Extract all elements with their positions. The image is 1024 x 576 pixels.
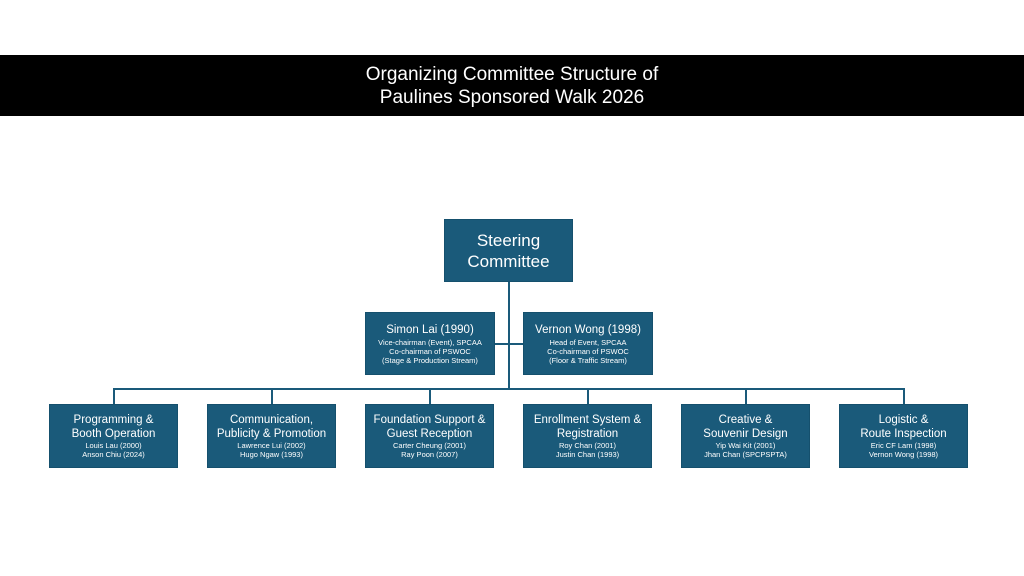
team-title: Logistic & xyxy=(878,414,929,426)
co-chair-role: Head of Event, SPCAA xyxy=(549,337,627,347)
team-box-programming: Programming & Booth Operation Louis Lau … xyxy=(49,404,178,468)
title-line-1: Organizing Committee Structure of xyxy=(365,63,659,85)
team-box-enrollment: Enrollment System & Registration Roy Cha… xyxy=(523,404,652,468)
team-member: Louis Lau (2000) xyxy=(85,441,142,450)
co-chair-role: Vice-chairman (Event), SPCAA xyxy=(378,337,482,347)
team-box-communication: Communication, Publicity & Promotion Law… xyxy=(207,404,336,468)
team-title: Foundation Support & xyxy=(373,414,486,426)
co-chair-name: Vernon Wong (1998) xyxy=(535,323,641,336)
team-member: Carter Cheung (2001) xyxy=(393,441,466,450)
team-title: Creative & xyxy=(718,414,773,426)
connector-teams-horizontal xyxy=(113,388,905,390)
team-member: Lawrence Lui (2002) xyxy=(237,441,306,450)
connector-team-5 xyxy=(745,388,747,404)
team-box-creative: Creative & Souvenir Design Yip Wai Kit (… xyxy=(681,404,810,468)
team-box-foundation-support: Foundation Support & Guest Reception Car… xyxy=(365,404,494,468)
connector-steering-vertical xyxy=(508,282,510,390)
connector-cochairs-horizontal xyxy=(494,343,524,345)
co-chair-role: Co-chairman of PSWOC xyxy=(547,346,629,356)
team-member: Eric CF Lam (1998) xyxy=(870,441,937,450)
co-chair-stream: (Floor & Traffic Stream) xyxy=(549,355,627,365)
team-member: Anson Chiu (2024) xyxy=(82,450,145,459)
team-member: Vernon Wong (1998) xyxy=(868,450,939,459)
team-title: Guest Reception xyxy=(386,428,473,440)
team-title: Route Inspection xyxy=(860,428,947,440)
co-chair-box-vernon-wong: Vernon Wong (1998) Head of Event, SPCAA … xyxy=(523,312,653,375)
connector-team-3 xyxy=(429,388,431,404)
connector-team-6 xyxy=(903,388,905,404)
steering-committee-box: Steering Committee xyxy=(444,219,573,282)
steering-line-2: Committee xyxy=(467,251,550,271)
connector-team-2 xyxy=(271,388,273,404)
team-title: Communication, xyxy=(229,414,314,426)
title-line-2: Paulines Sponsored Walk 2026 xyxy=(379,86,645,108)
team-title: Publicity & Promotion xyxy=(216,428,327,440)
team-box-logistic: Logistic & Route Inspection Eric CF Lam … xyxy=(839,404,968,468)
team-title: Enrollment System & xyxy=(533,414,642,426)
team-member: Yip Wai Kit (2001) xyxy=(715,441,776,450)
team-title: Booth Operation xyxy=(71,428,156,440)
team-title: Souvenir Design xyxy=(703,428,788,440)
team-member: Justin Chan (1993) xyxy=(555,450,620,459)
team-title: Registration xyxy=(556,428,619,440)
connector-team-1 xyxy=(113,388,115,404)
co-chair-box-simon-lai: Simon Lai (1990) Vice-chairman (Event), … xyxy=(365,312,495,375)
team-member: Ray Poon (2007) xyxy=(401,450,458,459)
title-banner: Organizing Committee Structure of Paulin… xyxy=(0,55,1024,116)
connector-team-4 xyxy=(587,388,589,404)
team-title: Programming & xyxy=(73,414,154,426)
co-chair-role: Co-chairman of PSWOC xyxy=(389,346,471,356)
steering-line-1: Steering xyxy=(476,230,541,250)
team-member: Roy Chan (2001) xyxy=(558,441,617,450)
co-chair-name: Simon Lai (1990) xyxy=(386,323,474,336)
team-member: Hugo Ngaw (1993) xyxy=(240,450,303,459)
team-member: Jhan Chan (SPCPSPTA) xyxy=(704,450,787,459)
co-chair-stream: (Stage & Production Stream) xyxy=(382,355,478,365)
